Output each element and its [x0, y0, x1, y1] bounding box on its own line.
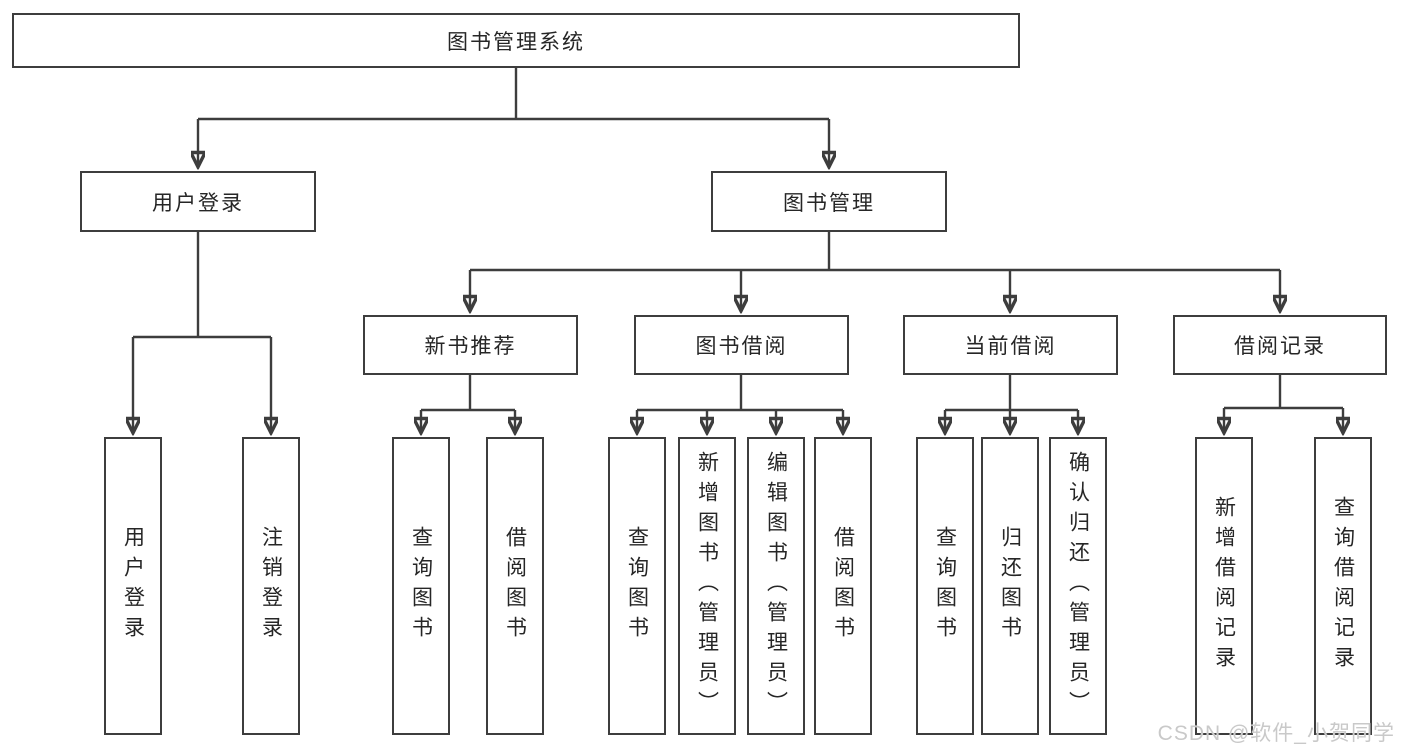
node-borrow-records-label: 借阅记录 [1234, 335, 1326, 358]
leaf-logout: 注销登录 [242, 437, 300, 735]
leaf-add-book-admin: 新增图书（管理员） [678, 437, 736, 735]
leaf-borrow-books-recommend: 借阅图书 [486, 437, 544, 735]
leaf-edit-book-admin: 编辑图书（管理员） [747, 437, 805, 735]
leaf-confirm-return-admin: 确认归还（管理员） [1049, 437, 1107, 735]
leaf-add-borrow-record: 新增借阅记录 [1195, 437, 1253, 735]
node-book-borrow-label: 图书借阅 [695, 335, 788, 358]
leaf-user-login-label: 用户登录 [121, 526, 145, 646]
leaf-user-login: 用户登录 [104, 437, 162, 735]
node-user-login-label: 用户登录 [152, 191, 244, 215]
leaf-logout-label: 注销登录 [259, 526, 283, 646]
watermark-text: CSDN @软件_小贺同学 [1157, 722, 1395, 745]
leaf-query-books-current-label: 查询图书 [933, 526, 957, 646]
leaf-query-books-recommend-label: 查询图书 [409, 526, 433, 646]
connector-book-management [470, 232, 1280, 308]
leaf-query-books-current: 查询图书 [916, 437, 974, 735]
leaf-query-borrow-record: 查询借阅记录 [1314, 437, 1372, 735]
leaf-borrow-books-recommend-label: 借阅图书 [503, 526, 527, 646]
leaf-confirm-return-admin-label: 确认归还（管理员） [1066, 451, 1090, 721]
node-new-book-recommend: 新书推荐 [363, 315, 578, 375]
node-user-login: 用户登录 [80, 171, 316, 232]
leaf-query-books-borrow-label: 查询图书 [625, 526, 649, 646]
node-root: 图书管理系统 [12, 13, 1020, 68]
leaf-return-book-label: 归还图书 [998, 526, 1022, 646]
node-borrow-records: 借阅记录 [1173, 315, 1387, 375]
connector-borrow-records [1224, 375, 1343, 430]
leaf-query-books-recommend: 查询图书 [392, 437, 450, 735]
leaf-return-book: 归还图书 [981, 437, 1039, 735]
connector-book-borrow [637, 375, 843, 430]
node-book-borrow: 图书借阅 [634, 315, 849, 375]
node-current-borrow: 当前借阅 [903, 315, 1118, 375]
leaf-edit-book-admin-label: 编辑图书（管理员） [764, 451, 788, 721]
node-current-borrow-label: 当前借阅 [964, 335, 1057, 358]
connector-current-borrow [945, 375, 1078, 430]
connector-new-book [421, 375, 515, 430]
node-root-label: 图书管理系统 [447, 30, 585, 54]
connector-root [198, 68, 829, 164]
node-book-management-label: 图书管理 [783, 191, 875, 215]
leaf-add-book-admin-label: 新增图书（管理员） [695, 451, 719, 721]
node-new-book-recommend-label: 新书推荐 [424, 335, 517, 358]
connector-user-login [133, 232, 271, 430]
leaf-add-borrow-record-label: 新增借阅记录 [1212, 496, 1236, 676]
leaf-query-borrow-record-label: 查询借阅记录 [1331, 496, 1355, 676]
leaf-borrow-books-label: 借阅图书 [831, 526, 855, 646]
node-book-management: 图书管理 [711, 171, 947, 232]
leaf-query-books-borrow: 查询图书 [608, 437, 666, 735]
leaf-borrow-books: 借阅图书 [814, 437, 872, 735]
